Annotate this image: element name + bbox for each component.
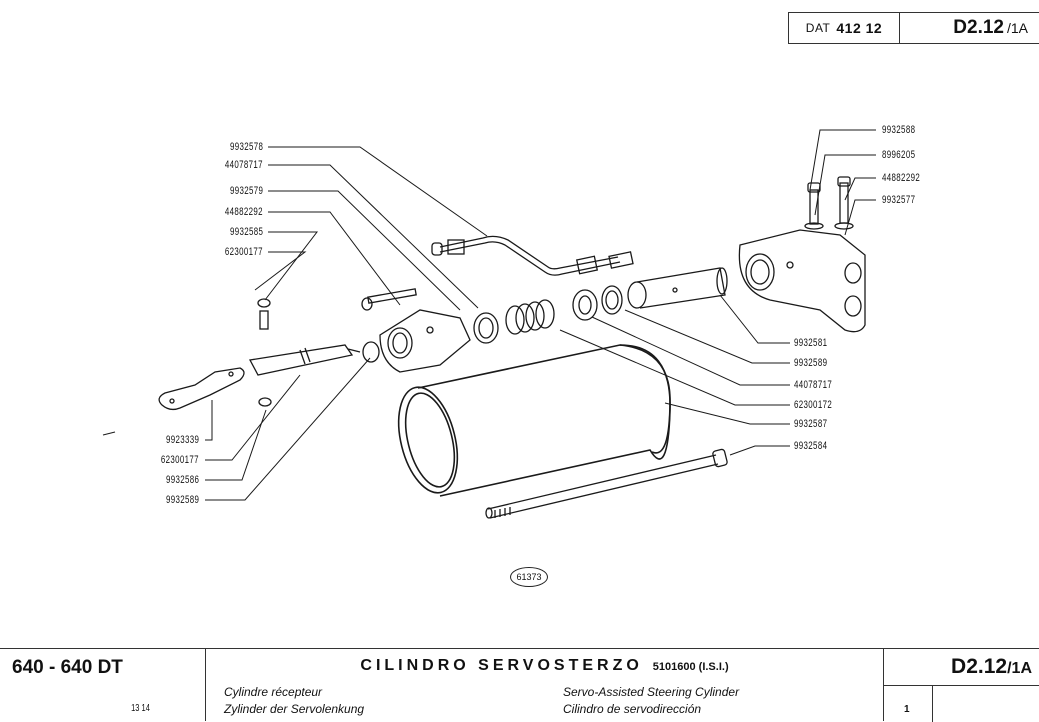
figure-number: 61373 [510,567,548,587]
leader-9932589-b [205,357,371,501]
leader-62300177-b [205,374,301,461]
cylinder-head-left [379,309,471,373]
callout-9932587: 9932587 [794,418,828,430]
piston-rod [627,267,728,309]
footer-reference-suffix: /1A [1007,660,1032,677]
cylinder-head-right [738,229,866,333]
footer-reference: D2.12/1A [951,655,1032,679]
rod-end-assembly [158,298,380,411]
dat-number: 412 12 [836,20,883,36]
page-reference-main: D2.12 [953,17,1004,38]
callout-8996205: 8996205 [882,149,916,161]
dat-cell: DAT 412 12 [789,13,900,43]
callout-44882292: 44882292 [224,206,263,218]
callout-9932589: 9932589 [794,357,828,369]
bolt-left [361,288,417,311]
model-name: 640 - 640 DT [12,657,123,678]
callout-9932578: 9932578 [229,141,263,153]
title-block: 640 - 640 DT 13 14 CILINDRO SERVOSTERZO 5… [0,648,1039,722]
leader-9932586 [205,409,267,481]
leader-lines [102,129,876,501]
leader-62300172 [559,329,790,406]
translation-en: Servo-Assisted Steering Cylinder [563,685,740,699]
stray-mark [102,431,116,436]
exploded-view-drawing [102,129,876,519]
part-title-text: CILINDRO SERVOSTERZO [360,657,643,674]
model-cell: 640 - 640 DT 13 14 [0,649,206,721]
leader-9932578 [268,146,488,237]
header-reference-box: DAT 412 12 D2.12 /1A [788,12,1039,44]
part-code: 5101600 (I.S.I.) [652,661,729,673]
dat-label: DAT [805,21,831,35]
sheet-number: 1 [904,704,910,715]
callout-44882292-b: 44882292 [882,172,921,184]
callout-9932585: 9932585 [229,226,263,238]
leader-9932584 [729,445,790,456]
leader-8996205 [814,154,876,216]
callout-62300177: 62300177 [224,246,263,258]
reference-cell: D2.12/1A 1 [883,649,1039,722]
callout-62300177-b: 62300177 [160,454,199,466]
part-title: CILINDRO SERVOSTERZO 5101600 (I.S.I.) [206,657,883,675]
callout-9932586: 9932586 [165,474,199,486]
leader-9932589 [624,309,790,364]
callout-9932579: 9932579 [229,185,263,197]
callout-9932588: 9932588 [882,124,916,136]
callout-9932577: 9932577 [882,194,916,206]
translation-es: Cilindro de servodirección [563,702,702,716]
leader-9932577 [844,199,876,236]
page-numbers: 13 14 [131,703,150,714]
cylinder-tube [397,344,671,497]
translation-fr: Cylindre récepteur [224,685,323,699]
callout-9932581: 9932581 [794,337,828,349]
callout-9923339: 9923339 [165,434,199,446]
page-reference-suffix: /1A [1006,20,1028,36]
leader-9932588 [809,129,876,191]
callout-44078717-b: 44078717 [794,379,833,391]
callout-44078717: 44078717 [224,159,263,171]
description-cell: CILINDRO SERVOSTERZO 5101600 (I.S.I.) Cyl… [206,649,883,721]
leader-9932587 [664,402,790,425]
translation-de: Zylinder der Servolenkung [224,702,365,716]
top-bolts [804,176,854,230]
callout-62300172: 62300172 [794,399,833,411]
callout-9932589-b: 9932589 [165,494,199,506]
leader-62300177 [254,251,307,291]
leader-44078717 [268,164,479,309]
callout-9932584: 9932584 [794,440,828,452]
sheet-row: 1 [884,685,1039,722]
page-reference: D2.12 /1A [900,13,1039,43]
seal-rings [473,285,623,344]
sheet-divider [932,686,933,722]
leader-9932585 [264,231,319,301]
leader-44078717-b [591,316,790,386]
leader-9923339 [205,400,213,441]
tie-rod [485,448,728,519]
pipe-assembly [431,235,634,276]
footer-reference-main: D2.12 [951,655,1008,678]
leader-9932581 [719,294,790,344]
leader-44882292 [268,211,401,306]
leader-9932579 [268,190,461,311]
